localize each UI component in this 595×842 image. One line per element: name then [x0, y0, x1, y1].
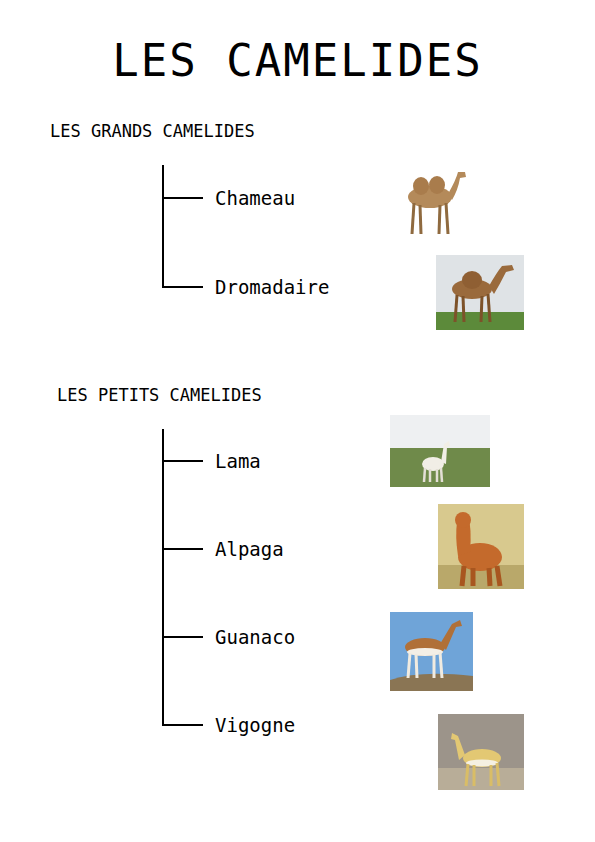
tree-branch: [163, 429, 203, 637]
species-label: Guanaco: [203, 624, 295, 650]
tree-branch: [163, 429, 203, 549]
species-name: Chameau: [215, 185, 295, 211]
species-name: Dromadaire: [215, 274, 329, 300]
tree-branch: [163, 429, 203, 461]
diagram-title: LES CAMELIDES: [0, 34, 595, 88]
dromedary-photo: [436, 255, 524, 330]
tree-branch: [163, 429, 203, 725]
alpaca-photo: [438, 504, 524, 589]
vicuna-photo: [438, 714, 524, 790]
species-label: Lama: [203, 448, 261, 474]
species-label: Vigogne: [203, 712, 295, 738]
species-label: Chameau: [203, 185, 295, 211]
group-heading: LES GRANDS CAMELIDES: [50, 120, 255, 165]
tree-branch: [163, 165, 203, 287]
camel-photo: [390, 160, 475, 237]
species-name: Lama: [215, 448, 261, 474]
species-label: Dromadaire: [203, 274, 329, 300]
species-name: Guanaco: [215, 624, 295, 650]
species-name: Vigogne: [215, 712, 295, 738]
group-heading: LES PETITS CAMELIDES: [57, 384, 262, 429]
tree-branch: [163, 165, 203, 198]
species-label: Alpaga: [203, 536, 284, 562]
guanaco-photo: [390, 612, 473, 691]
llama-photo: [390, 415, 490, 487]
heading-text: LES PETITS CAMELIDES: [57, 384, 262, 406]
species-name: Alpaga: [215, 536, 284, 562]
heading-text: LES GRANDS CAMELIDES: [50, 120, 255, 142]
